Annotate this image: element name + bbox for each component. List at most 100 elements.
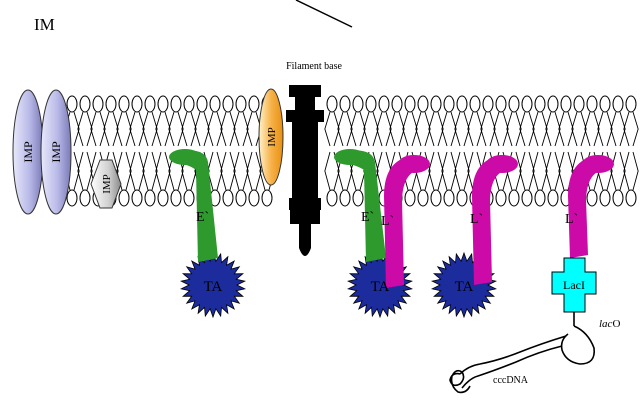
lipid-head bbox=[613, 96, 623, 112]
lipid-tail bbox=[78, 152, 92, 190]
lipid-head bbox=[145, 96, 155, 112]
filament-base-label: Filament base bbox=[286, 61, 342, 72]
lipid-tail bbox=[325, 112, 339, 146]
lipid-head bbox=[119, 96, 129, 112]
lipid-head bbox=[340, 190, 350, 206]
lipid-head bbox=[145, 190, 155, 206]
laco-label-italic: lac bbox=[599, 318, 613, 330]
lipid-head bbox=[379, 96, 389, 112]
lipid-head bbox=[470, 96, 480, 112]
lipid-head bbox=[561, 96, 571, 112]
lipid-tail bbox=[182, 112, 196, 146]
lipid-head bbox=[93, 96, 103, 112]
ta-label-2: TA bbox=[371, 279, 390, 295]
lipid-tail bbox=[221, 152, 235, 190]
lipid-head bbox=[327, 96, 337, 112]
lipid-head bbox=[483, 96, 493, 112]
lipid-head bbox=[509, 96, 519, 112]
lipid-tail bbox=[117, 112, 131, 146]
lipid-tail bbox=[156, 152, 170, 190]
lipid-tail bbox=[546, 152, 560, 190]
lipid-head bbox=[197, 96, 207, 112]
lipid-head bbox=[353, 96, 363, 112]
lipid-head bbox=[444, 190, 454, 206]
lipid-tail bbox=[624, 152, 638, 190]
lipid-tail bbox=[442, 112, 456, 146]
lipid-tail bbox=[624, 112, 638, 146]
filament-base bbox=[286, 85, 324, 256]
lipid-tail bbox=[169, 112, 183, 146]
lipid-tail bbox=[507, 112, 521, 146]
lipid-head bbox=[457, 190, 467, 206]
lipid-tail bbox=[494, 112, 508, 146]
lipid-head bbox=[600, 96, 610, 112]
lipid-head bbox=[236, 190, 246, 206]
lipid-tail bbox=[520, 152, 534, 190]
lipid-head bbox=[67, 96, 77, 112]
lipid-tail bbox=[195, 112, 209, 146]
lipid-tail bbox=[234, 152, 248, 190]
lipid-tail bbox=[143, 112, 157, 146]
e-label-2: E` bbox=[361, 210, 374, 225]
lipid-head bbox=[210, 96, 220, 112]
lipid-head bbox=[184, 96, 194, 112]
lipid-tail bbox=[546, 112, 560, 146]
lipid-tail bbox=[416, 112, 430, 146]
lipid-head bbox=[496, 190, 506, 206]
l-label-3: L` bbox=[565, 212, 578, 227]
lipid-head bbox=[626, 96, 636, 112]
l-label-2: L` bbox=[470, 212, 483, 227]
lipid-head bbox=[444, 96, 454, 112]
imp-label-1: IMP bbox=[21, 141, 35, 163]
lipid-head bbox=[132, 190, 142, 206]
lipid-head bbox=[548, 190, 558, 206]
lipid-head bbox=[80, 190, 90, 206]
lipid-head bbox=[223, 190, 233, 206]
lipid-head bbox=[327, 190, 337, 206]
laco-label: lacO bbox=[599, 318, 620, 330]
lipid-head bbox=[574, 96, 584, 112]
imp-protein-2: IMP bbox=[41, 90, 71, 214]
lipid-tail bbox=[377, 112, 391, 146]
lipid-head bbox=[171, 96, 181, 112]
lipid-tail bbox=[481, 112, 495, 146]
lipid-head bbox=[522, 96, 532, 112]
lipid-head bbox=[184, 190, 194, 206]
lipid-head bbox=[535, 96, 545, 112]
lipid-tail bbox=[234, 112, 248, 146]
lipid-head bbox=[522, 190, 532, 206]
imp-label-3: IMP bbox=[101, 174, 113, 194]
lipid-tail bbox=[559, 112, 573, 146]
lipid-head bbox=[587, 190, 597, 206]
lipid-tail bbox=[221, 112, 235, 146]
lipid-head bbox=[158, 96, 168, 112]
ta-label-3: TA bbox=[455, 279, 474, 295]
cccdna-label: cccDNA bbox=[493, 375, 529, 386]
lipid-head bbox=[548, 96, 558, 112]
lipid-head bbox=[223, 96, 233, 112]
lipid-head bbox=[535, 190, 545, 206]
laco-label-suffix: O bbox=[612, 318, 620, 330]
lipid-head bbox=[587, 96, 597, 112]
lipid-tail bbox=[403, 112, 417, 146]
lipid-head bbox=[171, 190, 181, 206]
lipid-tail bbox=[442, 152, 456, 190]
lipid-tail bbox=[143, 152, 157, 190]
lipid-tail bbox=[156, 112, 170, 146]
lipid-tail bbox=[247, 152, 261, 190]
laci-label: LacI bbox=[563, 278, 585, 292]
lipid-head bbox=[236, 96, 246, 112]
lipid-head bbox=[249, 190, 259, 206]
imp-protein-1: IMP bbox=[13, 90, 43, 214]
lipid-head bbox=[496, 96, 506, 112]
lipid-head bbox=[262, 190, 272, 206]
l-label-1: L` bbox=[381, 214, 394, 229]
lipid-tail bbox=[429, 112, 443, 146]
lipid-head bbox=[405, 96, 415, 112]
lipid-head bbox=[418, 190, 428, 206]
pointer-line bbox=[296, 0, 352, 27]
lipid-head bbox=[626, 190, 636, 206]
lipid-tail bbox=[572, 112, 586, 146]
lipid-tail bbox=[585, 112, 599, 146]
